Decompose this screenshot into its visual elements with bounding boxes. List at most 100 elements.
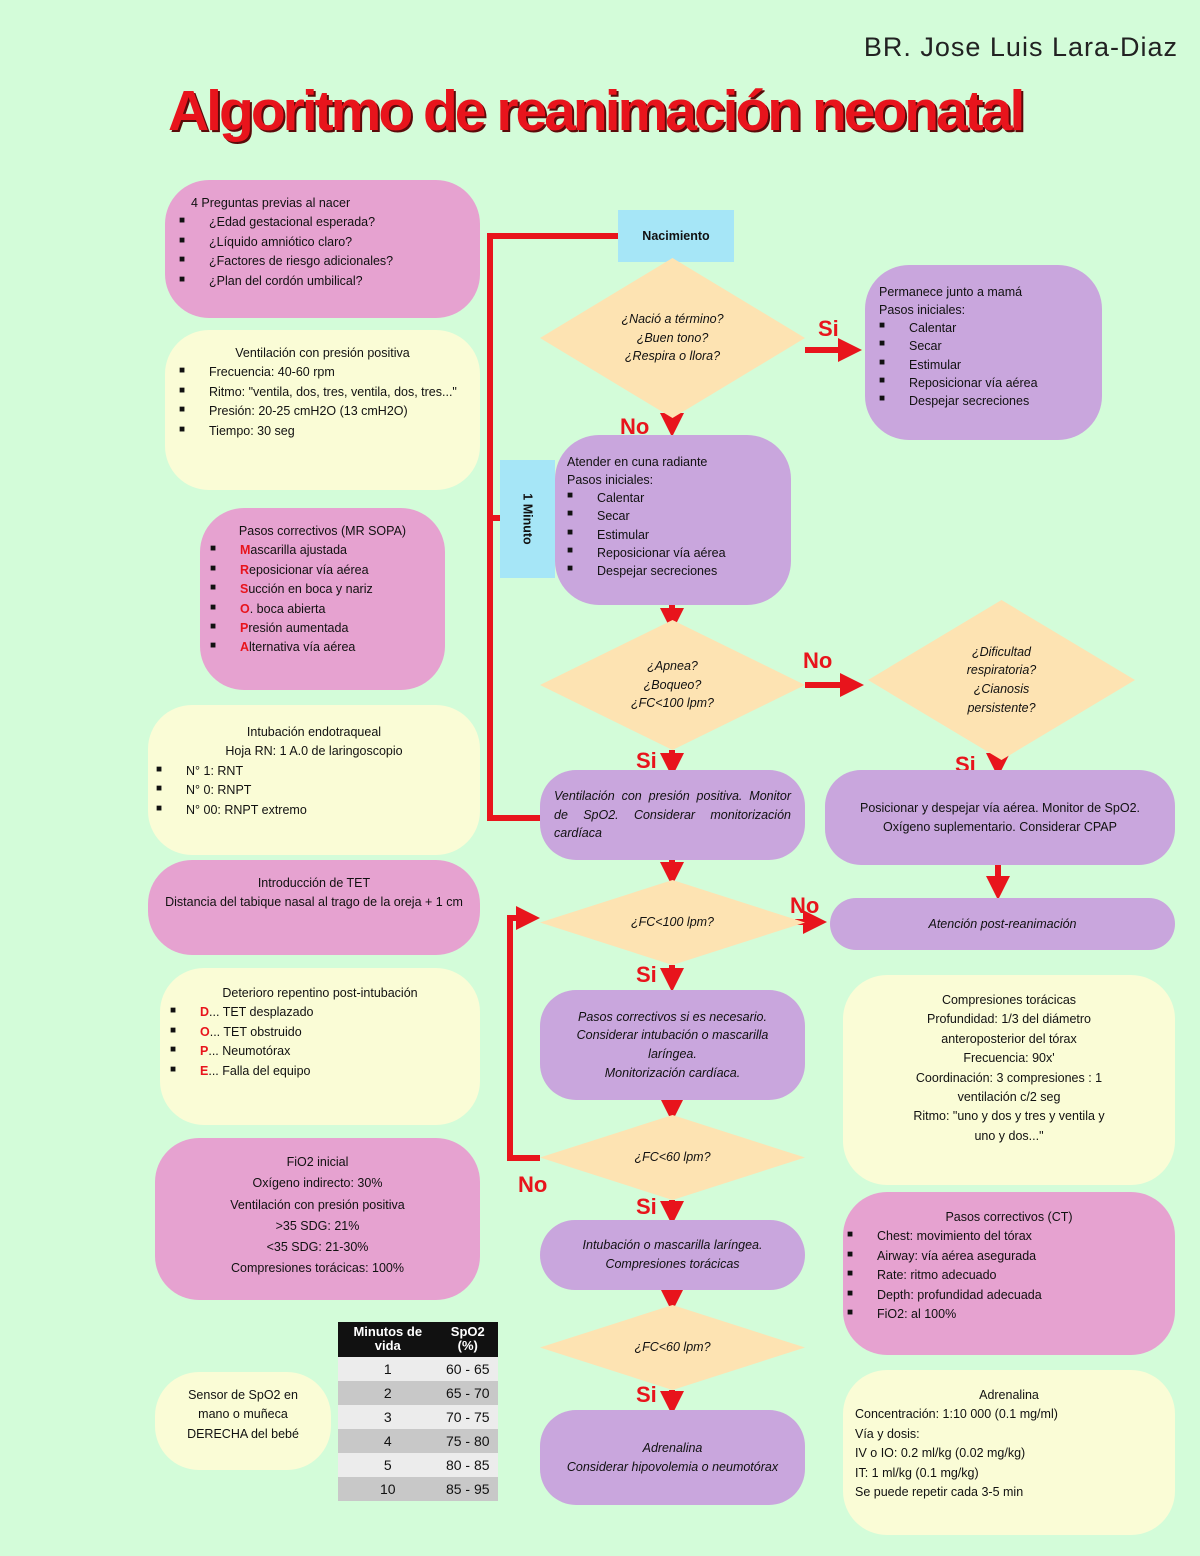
list-item: ¿Edad gestacional esperada? bbox=[179, 213, 466, 232]
list-item: N° 00: RNPT extremo bbox=[156, 801, 472, 820]
corrective-steps-box: Pasos correctivos si es necesario.Consid… bbox=[540, 990, 805, 1100]
list-item: ¿Plan del cordón umbilical? bbox=[179, 272, 466, 291]
panel-subtitle: Hoja RN: 1 A.0 de laringoscopio bbox=[225, 744, 403, 759]
panel-line: Vía y dosis: bbox=[855, 1426, 920, 1441]
author: BR. Jose Luis Lara-Diaz bbox=[863, 32, 1178, 62]
panel-title: Ventilación con presión positiva bbox=[235, 346, 410, 360]
list-item: Succión en boca y nariz bbox=[210, 580, 435, 599]
birth-label: Nacimiento bbox=[618, 210, 734, 262]
decision-apnea: ¿Apnea?¿Boqueo?¿FC<100 lpm? bbox=[540, 620, 805, 750]
list-item: Reposicionar vía aérea bbox=[879, 374, 1088, 392]
list-item: Secar bbox=[879, 337, 1088, 355]
panel-title: FiO2 inicial bbox=[286, 1155, 349, 1169]
box-subtitle: Pasos iniciales: bbox=[567, 473, 654, 488]
panel-line: mano o muñeca bbox=[198, 1407, 288, 1422]
page-title: Algoritmo de reanimación neonatal bbox=[168, 79, 1025, 143]
panel-line: >35 SDG: 21% bbox=[275, 1218, 360, 1233]
intubation-panel: Intubación endotraqueal Hoja RN: 1 A.0 d… bbox=[148, 705, 480, 855]
tet-panel: Introducción de TET Distancia del tabiqu… bbox=[148, 860, 480, 955]
panel-line: Profundidad: 1/3 del diámetro bbox=[927, 1012, 1091, 1027]
list-item: FiO2: al 100% bbox=[847, 1305, 1171, 1324]
list-item: Reposicionar vía aérea bbox=[567, 544, 779, 562]
panel-title: Pasos correctivos (CT) bbox=[945, 1210, 1073, 1224]
panel-line: ventilación c/2 seg bbox=[957, 1089, 1061, 1104]
panel-title: Intubación endotraqueal bbox=[246, 725, 382, 739]
list-item: Estimular bbox=[567, 526, 779, 544]
table-header: SpO2 (%) bbox=[437, 1322, 498, 1357]
panel-line: Ventilación con presión positiva bbox=[230, 1197, 405, 1212]
panel-line: uno y dos..." bbox=[974, 1128, 1044, 1143]
radiant-warmer-box: Atender en cuna radiante Pasos iniciales… bbox=[555, 435, 791, 605]
list-item: ¿Factores de riesgo adicionales? bbox=[179, 252, 466, 271]
list-item: Chest: movimiento del tórax bbox=[847, 1227, 1171, 1246]
table-header: Minutos de vida bbox=[338, 1322, 438, 1357]
panel-text: Distancia del tabique nasal al trago de … bbox=[165, 895, 463, 910]
panel-line: Ritmo: "uno y dos y tres y ventila y bbox=[913, 1109, 1105, 1124]
list-item: Reposicionar vía aérea bbox=[210, 561, 435, 580]
list-item: P... Neumotórax bbox=[170, 1042, 470, 1061]
list-item: N° 1: RNT bbox=[156, 762, 472, 781]
panel-line: Compresiones torácicas: 100% bbox=[231, 1261, 404, 1276]
list-item: Tiempo: 30 seg bbox=[179, 422, 466, 441]
post-resuscitation-box: Atención post-reanimación bbox=[830, 898, 1175, 950]
list-item: Secar bbox=[567, 507, 779, 525]
yes-label: Si bbox=[636, 962, 657, 987]
list-item: O... TET obstruido bbox=[170, 1023, 470, 1042]
panel-line: Sensor de SpO2 en bbox=[188, 1388, 298, 1402]
no-label: No bbox=[518, 1172, 548, 1197]
panel-line: Oxígeno indirecto: 30% bbox=[252, 1176, 383, 1191]
no-label: No bbox=[803, 648, 833, 673]
panel-line: IT: 1 ml/kg (0.1 mg/kg) bbox=[855, 1465, 979, 1480]
list-item: Calentar bbox=[567, 489, 779, 507]
panel-title: Compresiones torácicas bbox=[941, 993, 1077, 1007]
decision-term-tone-breathing: ¿Nació a término?¿Buen tono?¿Respira o l… bbox=[540, 258, 805, 418]
list-item: D... TET desplazado bbox=[170, 1003, 470, 1022]
mrsopa-panel: Pasos correctivos (MR SOPA) Mascarilla a… bbox=[200, 508, 445, 690]
decision-hr-below-100: ¿FC<100 lpm? bbox=[540, 880, 805, 965]
cpr-panel: Compresiones torácicas Profundidad: 1/3 … bbox=[843, 975, 1175, 1185]
list-item: Airway: vía aérea asegurada bbox=[847, 1247, 1171, 1266]
dope-panel: Deterioro repentino post-intubación D...… bbox=[160, 968, 480, 1125]
yes-label: Si bbox=[636, 1194, 657, 1219]
list-item: Estimular bbox=[879, 356, 1088, 374]
list-item: Despejar secreciones bbox=[879, 392, 1088, 410]
list-item: Despejar secreciones bbox=[567, 562, 779, 580]
fio2-panel: FiO2 inicial Oxígeno indirecto: 30% Vent… bbox=[155, 1138, 480, 1300]
panel-title: 4 Preguntas previas al nacer bbox=[191, 196, 351, 210]
list-item: Alternativa vía aérea bbox=[210, 638, 435, 657]
prenatal-questions-panel: 4 Preguntas previas al nacer ¿Edad gesta… bbox=[165, 180, 480, 318]
panel-title: Pasos correctivos (MR SOPA) bbox=[238, 524, 407, 538]
no-label: No bbox=[620, 414, 650, 439]
list-item: N° 0: RNPT bbox=[156, 781, 472, 800]
stay-with-mother-box: Permanece junto a mamá Pasos iniciales: … bbox=[865, 265, 1102, 440]
list-item: Ritmo: "ventila, dos, tres, ventila, dos… bbox=[179, 383, 466, 402]
panel-line: Concentración: 1:10 000 (0.1 mg/ml) bbox=[855, 1407, 1058, 1422]
adrenaline-panel: Adrenalina Concentración: 1:10 000 (0.1 … bbox=[843, 1370, 1175, 1535]
list-item: Presión aumentada bbox=[210, 619, 435, 638]
panel-line: IV o IO: 0.2 ml/kg (0.02 mg/kg) bbox=[855, 1446, 1026, 1461]
list-item: Mascarilla ajustada bbox=[210, 541, 435, 560]
list-item: Rate: ritmo adecuado bbox=[847, 1266, 1171, 1285]
panel-line: Se puede repetir cada 3-5 min bbox=[855, 1484, 1024, 1499]
yes-label: Si bbox=[636, 748, 657, 773]
airway-cpap-box: Posicionar y despejar vía aérea. Monitor… bbox=[825, 770, 1175, 865]
list-item: O. boca abierta bbox=[210, 600, 435, 619]
panel-line: Frecuencia: 90x' bbox=[963, 1051, 1055, 1066]
panel-title: Deterioro repentino post-intubación bbox=[222, 986, 418, 1000]
panel-line: DERECHA del bebé bbox=[187, 1426, 299, 1441]
panel-line: <35 SDG: 21-30% bbox=[266, 1240, 369, 1254]
sensor-panel: Sensor de SpO2 en mano o muñeca DERECHA … bbox=[155, 1372, 331, 1470]
yes-label: Si bbox=[818, 316, 839, 341]
no-label: No bbox=[790, 893, 820, 918]
panel-title: Introducción de TET bbox=[257, 876, 371, 890]
panel-line: Coordinación: 3 compresiones : 1 bbox=[915, 1070, 1103, 1085]
box-subtitle: Pasos iniciales: bbox=[879, 303, 966, 318]
list-item: E... Falla del equipo bbox=[170, 1062, 470, 1081]
